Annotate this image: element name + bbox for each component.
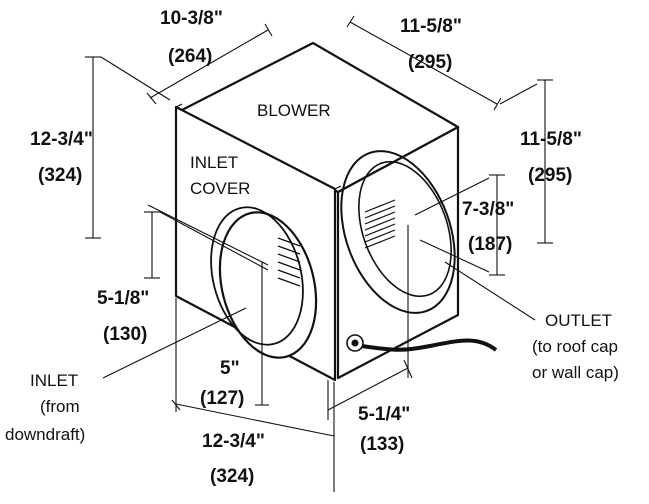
dim-inlet-offset [144, 211, 269, 279]
inlet-dia-metric: (127) [200, 388, 244, 409]
dim-top-width [346, 15, 502, 111]
top-width-imperial: 11-5/8" [400, 16, 462, 37]
dim-top-depth [146, 23, 273, 105]
bottom-width-metric: (324) [210, 466, 254, 487]
outlet-label-1: OUTLET [545, 311, 612, 330]
top-depth-imperial: 10-3/8" [160, 8, 223, 29]
dim-outlet-diameter [414, 174, 505, 276]
dim-right-height [499, 79, 553, 244]
inlet-offset-imperial: 5-1/8" [97, 288, 149, 309]
right-height-metric: (295) [528, 165, 572, 186]
inlet-offset-metric: (130) [103, 324, 147, 345]
inlet-cover-label-1: INLET [190, 153, 238, 172]
dim-left-height [85, 56, 171, 239]
inlet-collar [210, 206, 318, 359]
inlet-label-2: (from [40, 397, 80, 416]
inlet-cover-label-2: COVER [190, 179, 250, 198]
outlet-offset-imperial: 5-1/4" [358, 404, 410, 425]
dim-inlet-diameter [255, 262, 269, 406]
plate-edge [175, 103, 183, 108]
power-cord [346, 334, 498, 352]
outlet-label-3: or wall cap) [532, 363, 619, 382]
dim-outlet-offset [327, 225, 413, 420]
right-height-imperial: 11-5/8" [520, 129, 582, 150]
outlet-dia-imperial: 7-3/8" [462, 199, 514, 220]
left-height-imperial: 12-3/4" [30, 129, 93, 150]
left-height-metric: (324) [38, 165, 82, 186]
inlet-label-1: INLET [30, 371, 78, 390]
dim-bottom-width [171, 298, 335, 492]
inlet-label-3: downdraft) [5, 425, 85, 444]
blower-label: BLOWER [257, 101, 331, 120]
inlet-dia-imperial: 5" [220, 358, 240, 379]
outlet-leader [444, 261, 536, 321]
outlet-dia-metric: (187) [468, 234, 512, 255]
outlet-collar [340, 150, 456, 314]
plate-edge [334, 185, 342, 190]
inlet-cover-leader [147, 204, 269, 266]
outlet-offset-metric: (133) [360, 434, 404, 455]
inlet-leader [102, 307, 247, 379]
bottom-width-imperial: 12-3/4" [202, 431, 265, 452]
outlet-label-2: (to roof cap [532, 337, 618, 356]
top-depth-metric: (264) [168, 46, 212, 67]
inlet-blower-wheel [277, 237, 301, 287]
top-width-metric: (295) [408, 52, 452, 73]
outlet-blower-wheel [364, 199, 396, 249]
